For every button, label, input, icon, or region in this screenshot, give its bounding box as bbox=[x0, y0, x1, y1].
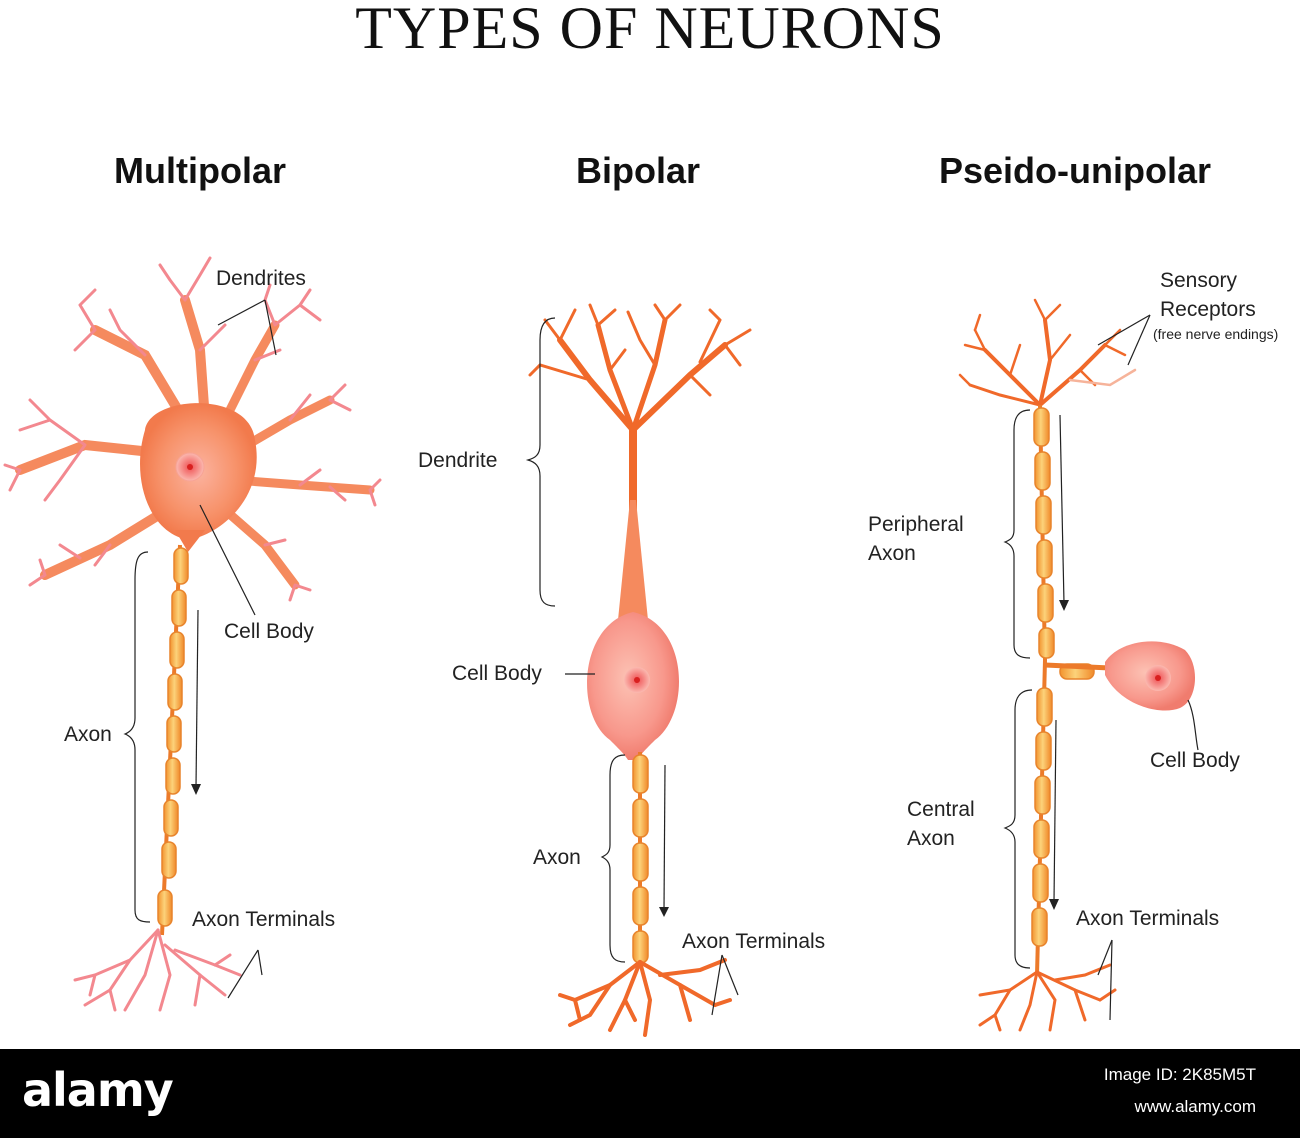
bipolar-dendrite-taper bbox=[618, 500, 648, 620]
label-bipolar-cell-body: Cell Body bbox=[452, 662, 542, 685]
bipolar-leader-lines bbox=[525, 317, 739, 1016]
pseudo-unipolar-axon-terminals bbox=[978, 963, 1117, 1032]
heading-pseudo-unipolar: Pseido-unipolar bbox=[938, 150, 1212, 191]
image-id: Image ID: 2K85M5T bbox=[1103, 1065, 1256, 1084]
heading-bipolar: Bipolar bbox=[575, 150, 700, 191]
brand-logo: alamy bbox=[22, 1063, 174, 1117]
label-pseudo-unipolar-axon-terminals: Axon Terminals bbox=[1076, 907, 1220, 930]
pseudo-unipolar-myelin-sheath bbox=[1031, 407, 1095, 947]
bipolar-dendrite-tree bbox=[528, 303, 752, 544]
diagram-title: TYPES OF NEURONS bbox=[355, 0, 945, 61]
bipolar-axon-terminals bbox=[558, 958, 732, 1037]
multipolar-leader-lines bbox=[123, 299, 277, 999]
watermark-footer: alamy Image ID: 2K85M5T www.alamy.com bbox=[0, 1049, 1300, 1138]
multipolar-axon-terminals bbox=[73, 928, 242, 1012]
label-multipolar-axon: Axon bbox=[64, 723, 112, 746]
label-dendrites: Dendrites bbox=[216, 267, 306, 290]
site-url: www.alamy.com bbox=[1134, 1097, 1256, 1116]
neurons-illustration bbox=[3, 256, 1199, 1037]
label-bipolar-axon: Axon bbox=[533, 846, 581, 869]
label-central: Central bbox=[907, 798, 975, 821]
label-central-axon: Axon bbox=[907, 827, 955, 850]
label-peripheral: Peripheral bbox=[868, 513, 964, 536]
multipolar-neuron bbox=[3, 256, 382, 1012]
label-sensory: Sensory bbox=[1160, 269, 1238, 292]
label-multipolar-cell-body: Cell Body bbox=[224, 620, 314, 643]
pseudo-unipolar-neuron bbox=[958, 298, 1199, 1032]
label-receptors: Receptors bbox=[1160, 298, 1256, 321]
multipolar-myelin-sheath bbox=[157, 547, 189, 927]
sensory-receptor-branches bbox=[958, 298, 1137, 407]
label-pseudo-unipolar-cell-body: Cell Body bbox=[1150, 749, 1240, 772]
bipolar-myelin-sheath bbox=[632, 754, 649, 964]
label-free-nerve-endings: (free nerve endings) bbox=[1153, 326, 1279, 342]
heading-multipolar: Multipolar bbox=[114, 150, 286, 191]
label-peripheral-axon: Axon bbox=[868, 542, 916, 565]
label-bipolar-axon-terminals: Axon Terminals bbox=[682, 930, 826, 953]
label-dendrite: Dendrite bbox=[418, 449, 498, 472]
multipolar-dendrites bbox=[3, 256, 382, 602]
pseudo-unipolar-leader-lines bbox=[1003, 314, 1199, 1021]
label-multipolar-axon-terminals: Axon Terminals bbox=[192, 908, 336, 931]
bipolar-neuron bbox=[525, 303, 752, 1037]
